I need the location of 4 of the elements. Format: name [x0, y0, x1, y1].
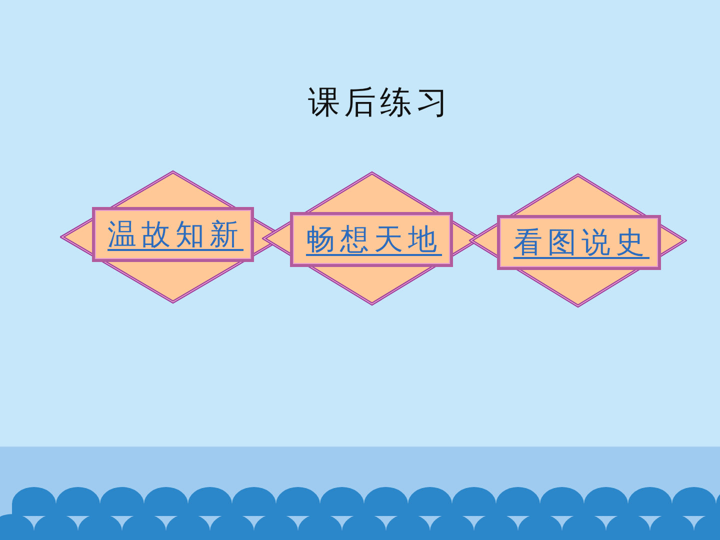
link-button: 温故知新 [92, 207, 254, 262]
title: 课后练习 [307, 82, 453, 123]
link-button: 畅想天地 [290, 212, 453, 267]
link-button: 看图说史 [497, 215, 661, 270]
